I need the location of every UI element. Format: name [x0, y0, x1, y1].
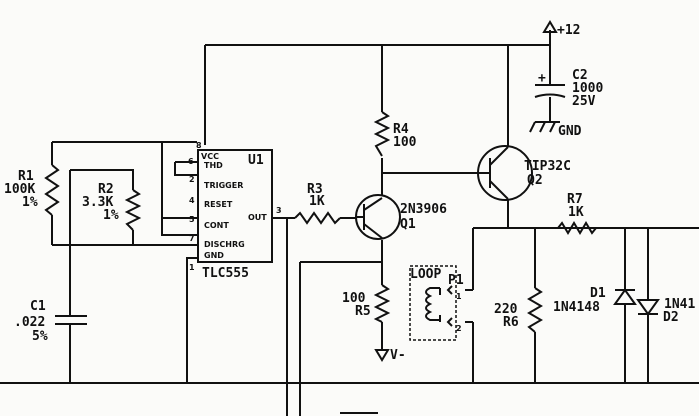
r7-ref: R7: [567, 192, 583, 207]
u1-pin-out: OUT: [248, 213, 267, 222]
q2-transistor: [477, 145, 533, 201]
loop-connector-box: [409, 265, 457, 341]
p1-pin2: 2: [456, 324, 462, 333]
c1-ref: C1: [30, 299, 46, 314]
u1-pin-reset: RESET: [204, 200, 233, 209]
u1-pin-cont: CONT: [204, 221, 229, 230]
r2-tol: 1%: [103, 208, 119, 223]
q1-transistor: [355, 194, 401, 240]
u1-pinnum-4: 4: [189, 196, 195, 205]
u1-pinnum-8: 8: [196, 141, 202, 150]
r6-value: 220: [494, 302, 518, 317]
gnd-label: GND: [558, 124, 582, 139]
d2-ref: D2: [663, 310, 679, 325]
r2-resistor: [124, 189, 142, 231]
vminus-arrow-icon: [374, 349, 390, 362]
r1-ref: R1: [18, 169, 34, 184]
u1-pin-discharge: DISCHRG: [204, 240, 245, 249]
p1-ref: P1: [448, 273, 464, 288]
d1-ref: D1: [590, 286, 606, 301]
p1-pin1: 1: [456, 292, 462, 301]
loop-coil: [425, 287, 441, 322]
u1-pinnum-7: 7: [189, 234, 195, 243]
u1-pin-gnd: GND: [204, 251, 224, 260]
r3-resistor: [294, 211, 341, 225]
c2-capacitor: [534, 84, 566, 98]
r4-ref: R4: [393, 122, 409, 137]
u1-part: TLC555: [202, 266, 249, 281]
r3-value: 1K: [309, 194, 325, 209]
u1-pinnum-3: 3: [276, 206, 282, 215]
c1-value: .022: [14, 315, 45, 330]
u1-pinnum-6: 6: [188, 157, 194, 166]
d2-diode: [636, 299, 660, 316]
r5-value: 100: [342, 291, 366, 306]
c2-polarity: +: [538, 71, 546, 86]
c1-tol: 5%: [32, 329, 48, 344]
d1-diode: [613, 288, 637, 305]
r1-tol: 1%: [22, 195, 38, 210]
r6-resistor: [527, 287, 543, 333]
q1-part: 2N3906: [400, 202, 447, 217]
r3-ref: R3: [307, 182, 323, 197]
u1-pin-vcc: VCC: [201, 152, 219, 161]
u1-pinnum-1: 1: [189, 263, 195, 272]
c2-voltage: 25V: [572, 94, 596, 109]
r7-value: 1K: [568, 205, 584, 220]
u1-pin-trigger: TRIGGER: [204, 181, 243, 190]
r1-resistor: [44, 164, 60, 216]
vplus-label: +12: [557, 23, 580, 38]
r2-ref: R2: [98, 182, 114, 197]
r5-ref: R5: [355, 304, 371, 319]
c1-capacitor: [55, 315, 87, 325]
u1-pin-thd: THD: [204, 161, 223, 170]
q1-ref: Q1: [400, 217, 416, 232]
r2-value: 3.3K: [82, 195, 113, 210]
q2-ref: Q2: [527, 173, 543, 188]
p1-pins: [446, 285, 453, 327]
r4-value: 100: [393, 135, 417, 150]
u1-pinnum-2: 2: [189, 175, 195, 184]
u1-pinnum-5: 5: [189, 215, 195, 224]
u1-chip: [197, 149, 273, 263]
c2-value: 1000: [572, 81, 603, 96]
d2-part: 1N41: [664, 297, 695, 312]
ground-symbol: [529, 121, 560, 133]
c2-ref: C2: [572, 68, 588, 83]
q2-part: TIP32C: [524, 159, 571, 174]
vplus-arrow-icon: [542, 20, 558, 33]
r7-resistor: [557, 221, 597, 235]
r6-ref: R6: [503, 315, 519, 330]
wires: [0, 30, 699, 416]
r1-value: 100K: [4, 182, 35, 197]
r4-resistor: [373, 111, 391, 157]
vminus-label: V-: [390, 348, 406, 363]
r5-resistor: [373, 284, 391, 323]
d1-part: 1N4148: [553, 300, 600, 315]
u1-ref: U1: [248, 153, 264, 168]
loop-label: LOOP: [410, 267, 441, 282]
